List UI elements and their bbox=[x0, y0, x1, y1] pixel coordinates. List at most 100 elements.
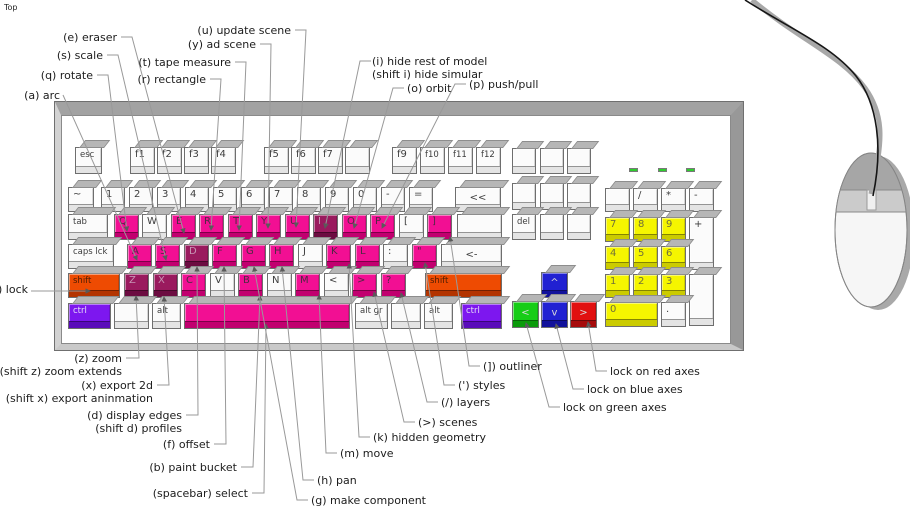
key-legend: Q bbox=[119, 216, 127, 227]
annotation-label: (>) scenes bbox=[418, 416, 477, 429]
key-legend: ctrl bbox=[73, 306, 87, 316]
annotation-text: lock on green axes bbox=[563, 401, 667, 414]
annotation-label: lock on green axes bbox=[563, 401, 667, 414]
key-*: * bbox=[661, 188, 686, 212]
key-del: del bbox=[512, 214, 536, 240]
key-legend: ? bbox=[386, 275, 392, 286]
key-blank bbox=[567, 183, 591, 210]
annotation-label: (o) orbit bbox=[407, 82, 451, 95]
annotation-label: (g) make component bbox=[311, 494, 426, 507]
key-legend: 8 bbox=[302, 189, 309, 200]
key-blank bbox=[512, 183, 536, 210]
annotation-text: (t) tape measure bbox=[138, 56, 231, 69]
key-legend: 3 bbox=[666, 276, 673, 287]
annotation-text: (a) arc bbox=[24, 89, 60, 102]
key-legend: <- bbox=[465, 249, 478, 261]
annotation-label: (shift) lock bbox=[0, 283, 28, 296]
key-legend: 9 bbox=[330, 189, 337, 200]
annotation-text: lock on red axes bbox=[610, 365, 700, 378]
key-legend: 2 bbox=[134, 189, 141, 200]
annotation-label: (q) rotate bbox=[41, 69, 93, 82]
annotation-text: (>) scenes bbox=[418, 416, 478, 429]
key-9: 9 bbox=[661, 217, 686, 242]
annotation-label: (z) zoom(shift z) zoom extends bbox=[0, 352, 122, 378]
key-legend: N bbox=[272, 275, 280, 286]
key-legend: A bbox=[132, 246, 139, 257]
key-alt: alt bbox=[424, 303, 453, 329]
key-x: X bbox=[153, 273, 178, 298]
key-f11: f11 bbox=[448, 147, 473, 174]
key-legend: M bbox=[300, 275, 309, 286]
key->: > bbox=[352, 273, 377, 298]
annotation-label: (m) move bbox=[340, 447, 394, 460]
key-legend: 2 bbox=[638, 276, 645, 287]
key-legend: E bbox=[176, 216, 183, 227]
annotation-text: (m) move bbox=[340, 447, 394, 460]
key-legend: < bbox=[329, 275, 338, 286]
annotation-label: (e) eraser bbox=[63, 31, 117, 44]
key-legend: H bbox=[274, 246, 282, 257]
key-?: ? bbox=[381, 273, 406, 298]
annotation-label: (]) outliner bbox=[483, 360, 542, 373]
key-legend: caps lck bbox=[73, 247, 108, 257]
annotation-text: (b) paint bucket bbox=[149, 461, 237, 474]
key-ctrl: ctrl bbox=[461, 303, 502, 329]
annotation-label: (h) pan bbox=[317, 474, 357, 487]
key-legend: 4 bbox=[190, 189, 197, 200]
key-blank bbox=[540, 214, 564, 240]
key-alt-gr: alt gr bbox=[355, 303, 388, 329]
key-legend: 9 bbox=[666, 219, 673, 230]
key-blank bbox=[540, 183, 564, 210]
mouse-illustration bbox=[744, 0, 910, 310]
key-legend: O bbox=[347, 216, 355, 227]
key-legend: v bbox=[551, 307, 558, 319]
key--: - bbox=[689, 188, 714, 212]
key-f12: f12 bbox=[476, 147, 501, 174]
key-legend: 7 bbox=[610, 219, 617, 230]
key-legend: Z bbox=[129, 275, 136, 286]
key-legend: V bbox=[215, 275, 222, 286]
annotation-text: (/) layers bbox=[441, 396, 491, 409]
key-legend: K bbox=[331, 246, 338, 257]
annotation-text: (i) hide rest of model bbox=[372, 55, 488, 68]
key-legend: f9 bbox=[397, 149, 407, 160]
annotation-label: (/) layers bbox=[441, 396, 490, 409]
key-legend: / bbox=[638, 190, 642, 201]
key-f9: f9 bbox=[392, 147, 417, 174]
key-7: 7 bbox=[605, 217, 630, 242]
key-0: 0 bbox=[605, 302, 658, 327]
annotation-text: (k) hidden geometry bbox=[373, 431, 486, 444]
annotation-text: (x) export 2d bbox=[81, 379, 153, 392]
key-j: J bbox=[298, 244, 323, 269]
key-blank bbox=[605, 188, 630, 212]
key-legend: F bbox=[217, 246, 223, 257]
annotation-text: lock on blue axes bbox=[587, 383, 683, 396]
annotation-label: (k) hidden geometry bbox=[373, 431, 486, 444]
key-legend: shift bbox=[430, 276, 449, 286]
key-alt: alt bbox=[152, 303, 181, 329]
key-shift: shift bbox=[68, 273, 120, 298]
key-legend: f5 bbox=[269, 149, 279, 160]
key-legend: tab bbox=[73, 217, 87, 227]
annotation-text: (u) update scene bbox=[197, 24, 291, 37]
key-<: < bbox=[324, 273, 349, 298]
annotation-text: (shift z) zoom extends bbox=[0, 365, 122, 378]
key-f5: f5 bbox=[264, 147, 289, 174]
key-legend: - bbox=[694, 190, 698, 201]
annotation-text: (shift) lock bbox=[0, 283, 28, 296]
key-legend: < bbox=[521, 307, 530, 319]
key-legend: f12 bbox=[481, 150, 495, 160]
key-legend: 6 bbox=[246, 189, 253, 200]
key-f7: f7 bbox=[318, 147, 343, 174]
key-esc: esc bbox=[75, 147, 102, 174]
key-legend: << bbox=[469, 192, 487, 204]
annotation-label: (spacebar) select bbox=[153, 487, 248, 500]
annotation-text: (o) orbit bbox=[407, 82, 452, 95]
status-led bbox=[658, 168, 667, 172]
key-8: 8 bbox=[633, 217, 658, 242]
key-legend: R bbox=[204, 216, 211, 227]
annotation-label: (p) push/pull bbox=[469, 78, 539, 91]
mouse-cable-black bbox=[744, 0, 879, 197]
key-legend: f1 bbox=[135, 149, 145, 160]
key-legend: 1 bbox=[106, 189, 113, 200]
